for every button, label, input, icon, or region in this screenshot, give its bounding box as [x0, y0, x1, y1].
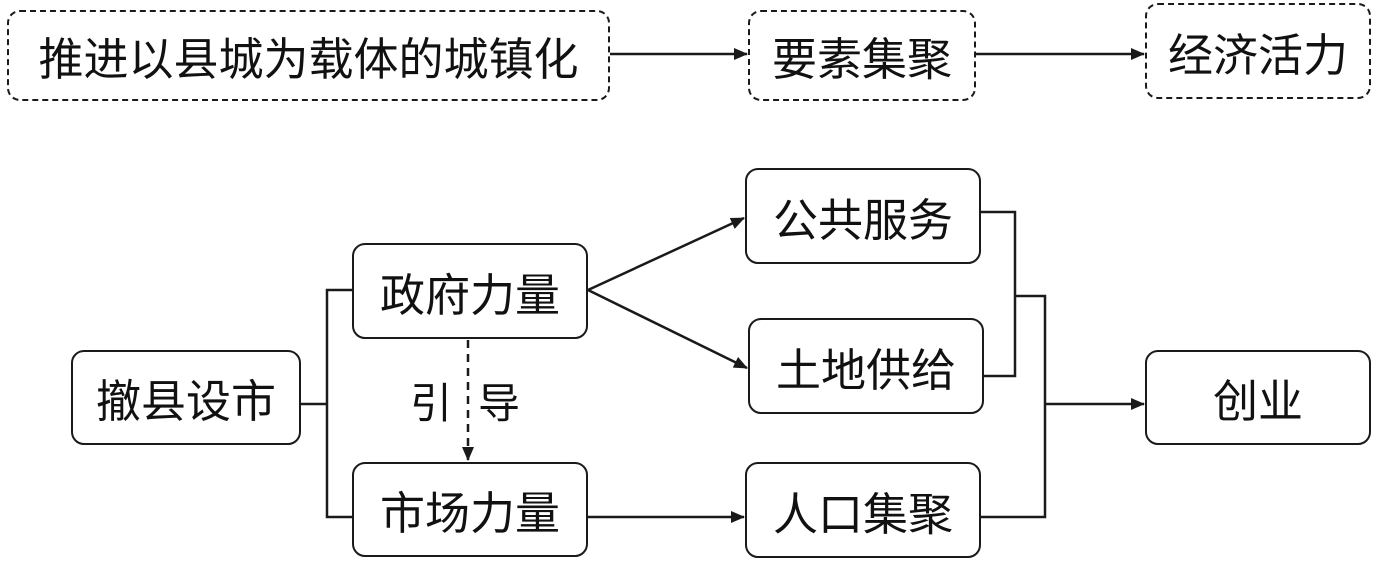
- guide-label-char-2: 导: [478, 379, 521, 428]
- entrepreneurship-label: 创业: [1212, 375, 1303, 428]
- government-force-box: 政府力量: [352, 243, 588, 339]
- urbanization-label: 推进以县城为载体的城镇化: [38, 33, 579, 86]
- bracket-start-to-forces: [325, 288, 352, 519]
- county-to-city-label: 撤县设市: [95, 375, 276, 428]
- population-agglomeration-label: 人口集聚: [772, 487, 953, 541]
- government-force-label: 政府力量: [379, 268, 560, 322]
- arrow-gov-to-land-supply: [587, 288, 748, 370]
- public-service-label: 公共服务: [772, 193, 953, 247]
- economic-vitality-label: 经济活力: [1167, 28, 1348, 82]
- factor-agglomeration-box: 要素集聚: [748, 10, 976, 101]
- market-force-box: 市场力量: [352, 462, 588, 557]
- county-to-city-box: 撤县设市: [71, 350, 301, 445]
- guide-label-char-1: 引: [410, 379, 453, 428]
- land-supply-label: 土地供给: [775, 343, 956, 397]
- factor-agglomeration-label: 要素集聚: [771, 33, 952, 86]
- entrepreneurship-box: 创业: [1145, 350, 1371, 445]
- arrow-gov-to-public-service: [587, 216, 745, 292]
- economic-vitality-box: 经济活力: [1145, 3, 1371, 99]
- market-force-label: 市场力量: [379, 487, 560, 540]
- urbanization-box: 推进以县城为载体的城镇化: [7, 10, 610, 101]
- bracket-merge: [981, 294, 1047, 519]
- land-supply-box: 土地供给: [748, 318, 984, 414]
- public-service-box: 公共服务: [745, 168, 981, 264]
- population-agglomeration-box: 人口集聚: [745, 462, 981, 558]
- bracket-services: [981, 210, 1017, 378]
